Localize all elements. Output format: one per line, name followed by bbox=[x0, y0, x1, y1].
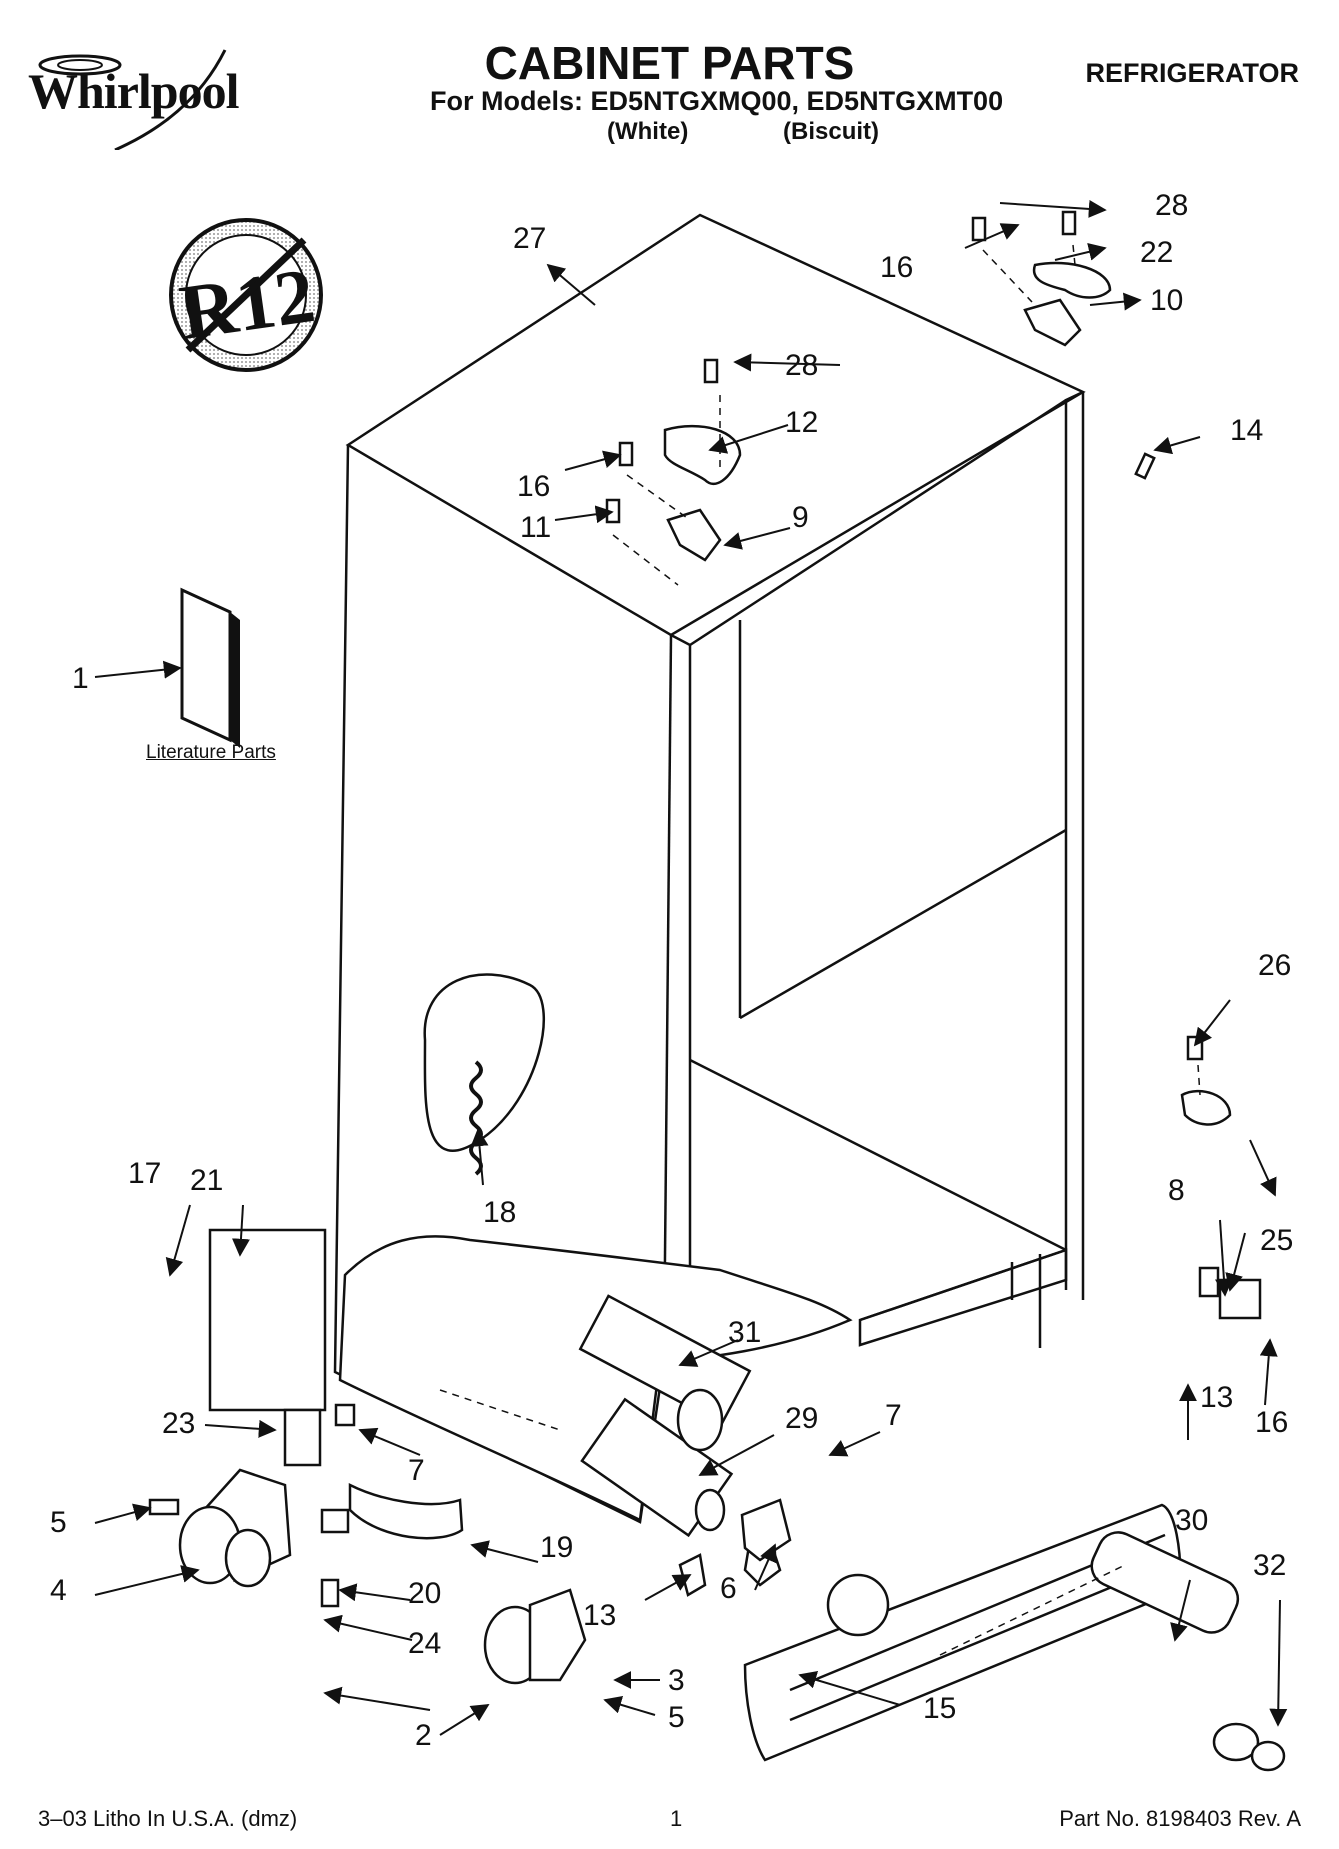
callout-3: 3 bbox=[668, 1664, 685, 1697]
footer-litho: 3–03 Litho In U.S.A. (dmz) bbox=[38, 1806, 298, 1831]
footer-part-number: Part No. 8198403 Rev. A bbox=[1059, 1806, 1301, 1831]
callout-31: 31 bbox=[728, 1316, 761, 1349]
leader-arrows-2 bbox=[165, 424, 1246, 1292]
callout-16-right: 16 bbox=[1255, 1406, 1288, 1439]
callout-25: 25 bbox=[1260, 1224, 1293, 1257]
alignment-lines bbox=[439, 244, 1201, 1656]
callout-28-top: 28 bbox=[1155, 189, 1188, 222]
callout-19: 19 bbox=[540, 1531, 573, 1564]
callout-30: 30 bbox=[1175, 1504, 1208, 1537]
lower-parts bbox=[148, 1228, 1286, 1772]
callout-7-right: 7 bbox=[885, 1399, 902, 1432]
callout-5-left: 5 bbox=[50, 1506, 67, 1539]
callout-23: 23 bbox=[162, 1407, 195, 1440]
callout-20: 20 bbox=[408, 1577, 441, 1610]
callout-numbers: 1 2 3 4 5 5 6 7 7 8 9 10 11 12 13 13 14 … bbox=[50, 189, 1293, 1752]
door-closer-spring bbox=[469, 1060, 483, 1176]
page-title: CABINET PARTS bbox=[484, 37, 855, 89]
category-label: REFRIGERATOR bbox=[1085, 58, 1299, 88]
callout-2: 2 bbox=[415, 1719, 432, 1752]
callout-26: 26 bbox=[1258, 949, 1291, 982]
color-white: (White) bbox=[607, 118, 689, 145]
callout-4: 4 bbox=[50, 1574, 67, 1607]
callout-32: 32 bbox=[1253, 1549, 1286, 1582]
whirlpool-swirl-icon bbox=[38, 49, 227, 152]
whirlpool-logo bbox=[20, 40, 270, 152]
callout-13-right: 13 bbox=[1200, 1381, 1233, 1414]
footer-page-number: 1 bbox=[670, 1806, 683, 1831]
callout-18: 18 bbox=[483, 1196, 516, 1229]
leader-arrows-3 bbox=[94, 1339, 881, 1641]
callout-24: 24 bbox=[408, 1627, 441, 1660]
literature-booklet bbox=[180, 587, 240, 748]
callout-17: 17 bbox=[128, 1157, 161, 1190]
callout-28-mid: 28 bbox=[785, 349, 818, 382]
callout-10: 10 bbox=[1150, 284, 1183, 317]
brand-name: Whirlpool bbox=[28, 63, 239, 119]
callout-15: 15 bbox=[923, 1692, 956, 1725]
callout-7-left: 7 bbox=[408, 1454, 425, 1487]
callout-6: 6 bbox=[720, 1572, 737, 1605]
callout-16-top: 16 bbox=[880, 251, 913, 284]
models-line: For Models: ED5NTGXMQ00, ED5NTGXMT00 bbox=[430, 86, 1004, 116]
callout-27: 27 bbox=[513, 222, 546, 255]
leader-arrows bbox=[94, 199, 1278, 1440]
callout-8: 8 bbox=[1168, 1174, 1185, 1207]
callout-12: 12 bbox=[785, 406, 818, 439]
callout-14: 14 bbox=[1230, 414, 1263, 447]
cabinet-shell bbox=[333, 213, 1086, 1524]
callout-9: 9 bbox=[792, 501, 809, 534]
callout-16-mid: 16 bbox=[517, 470, 550, 503]
callout-5-bottom: 5 bbox=[668, 1701, 685, 1734]
callout-21: 21 bbox=[190, 1164, 223, 1197]
no-r12-icon: R12 bbox=[169, 218, 323, 372]
callout-13-bottom: 13 bbox=[583, 1599, 616, 1632]
callout-1: 1 bbox=[72, 662, 89, 695]
literature-parts-label: Literature Parts bbox=[146, 742, 276, 763]
callout-22: 22 bbox=[1140, 236, 1173, 269]
callout-11: 11 bbox=[520, 511, 551, 544]
callout-29: 29 bbox=[785, 1402, 818, 1435]
leader-arrows-4 bbox=[323, 1579, 1288, 1736]
color-biscuit: (Biscuit) bbox=[783, 118, 879, 145]
